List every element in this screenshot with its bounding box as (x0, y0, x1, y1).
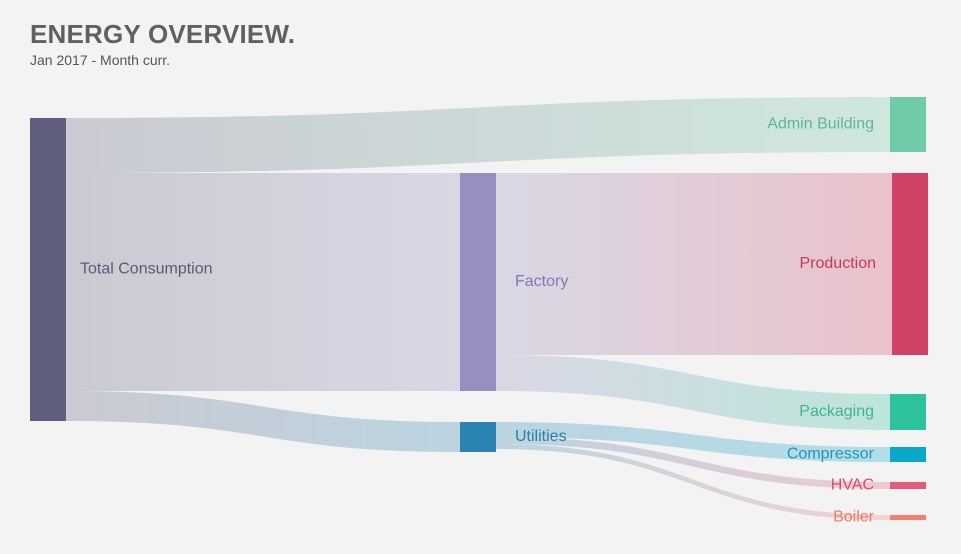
node-label-hvac: HVAC (831, 477, 874, 494)
link-utilities-boiler[interactable] (496, 444, 890, 520)
node-label-total: Total Consumption (80, 261, 213, 278)
node-utilities[interactable] (460, 422, 496, 452)
node-boiler[interactable] (890, 515, 926, 520)
node-label-production: Production (800, 255, 877, 272)
node-label-utilities: Utilities (515, 428, 567, 445)
link-total-utilities[interactable] (66, 391, 460, 452)
link-total-factory[interactable] (66, 173, 460, 391)
header: ENERGY OVERVIEW. Jan 2017 - Month curr. (30, 18, 295, 68)
node-packaging[interactable] (890, 394, 926, 430)
link-utilities-hvac[interactable] (496, 437, 890, 489)
node-hvac[interactable] (890, 482, 926, 489)
node-label-admin: Admin Building (767, 116, 874, 133)
node-total[interactable] (30, 118, 66, 421)
node-compressor[interactable] (890, 447, 926, 462)
link-total-admin[interactable] (66, 97, 890, 173)
node-label-boiler: Boiler (833, 509, 875, 526)
link-factory-packaging[interactable] (496, 355, 890, 430)
page-subtitle: Jan 2017 - Month curr. (30, 52, 171, 68)
node-production[interactable] (892, 173, 928, 355)
link-utilities-compressor[interactable] (496, 422, 890, 462)
node-admin[interactable] (890, 97, 926, 152)
nodes-layer (30, 97, 928, 520)
link-factory-production[interactable] (496, 173, 892, 355)
node-label-compressor: Compressor (787, 446, 875, 463)
node-label-factory: Factory (515, 273, 568, 290)
page-title: ENERGY OVERVIEW. (30, 19, 296, 49)
node-label-packaging: Packaging (799, 403, 874, 420)
links-layer (66, 97, 892, 520)
node-factory[interactable] (460, 173, 496, 391)
